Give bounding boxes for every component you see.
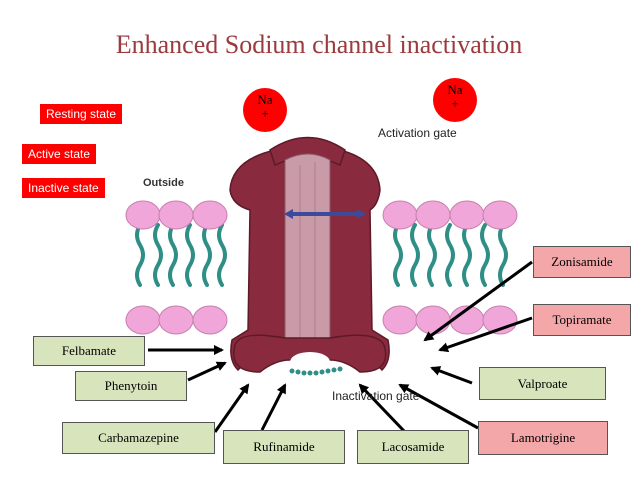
- activation-gate-bar: [284, 209, 366, 219]
- drug-valproate: Valproate: [479, 367, 606, 400]
- arrow-rufinamide: [260, 383, 287, 431]
- arrow-lacosamide: [358, 383, 407, 434]
- drug-lacosamide: Lacosamide: [357, 430, 469, 464]
- sodium-ion-left-label: Na +: [243, 93, 287, 121]
- arrow-phenytoin: [187, 361, 227, 382]
- drug-zonisamide: Zonisamide: [533, 246, 631, 278]
- active-state-label: Active state: [22, 144, 97, 164]
- drug-felbamate: Felbamate: [33, 336, 145, 366]
- drug-phenytoin: Phenytoin: [75, 371, 187, 401]
- arrow-carbamazepine: [213, 383, 250, 433]
- arrow-valproate: [430, 366, 473, 385]
- sodium-ion-left-symbol: Na: [257, 92, 273, 107]
- inactivation-gate-label: Inactivation gate: [332, 389, 420, 403]
- page-title: Enhanced Sodium channel inactivation: [115, 30, 523, 59]
- arrow-topiramate: [438, 316, 533, 353]
- drug-carbamazepine: Carbamazepine: [62, 422, 215, 454]
- sodium-channel: [229, 136, 390, 373]
- sodium-ion-left: [243, 88, 287, 132]
- arrow-lamotrigine: [398, 383, 479, 430]
- resting-state-label: Resting state: [40, 104, 123, 124]
- outside-label: Outside: [143, 177, 184, 189]
- drug-lamotrigine: Lamotrigine: [478, 421, 608, 455]
- activation-gate-label: Activation gate: [378, 126, 457, 140]
- sodium-ion-right-charge: +: [451, 96, 459, 111]
- sodium-ion-left-charge: +: [261, 106, 269, 121]
- lipid-tails-right: [393, 223, 508, 287]
- inactive-state-label: Inactive state: [22, 178, 105, 198]
- lipid-tails-left: [135, 223, 227, 287]
- sodium-ion-right-label: Na +: [433, 83, 477, 111]
- lipid-heads-top: [125, 200, 518, 230]
- drug-topiramate: Topiramate: [533, 304, 631, 336]
- drug-rufinamide: Rufinamide: [223, 430, 345, 464]
- sodium-ion-right: [433, 78, 477, 122]
- inactivation-gate-beads: [289, 366, 343, 376]
- sodium-ion-right-symbol: Na: [447, 82, 463, 97]
- arrow-zonisamide: [423, 260, 533, 342]
